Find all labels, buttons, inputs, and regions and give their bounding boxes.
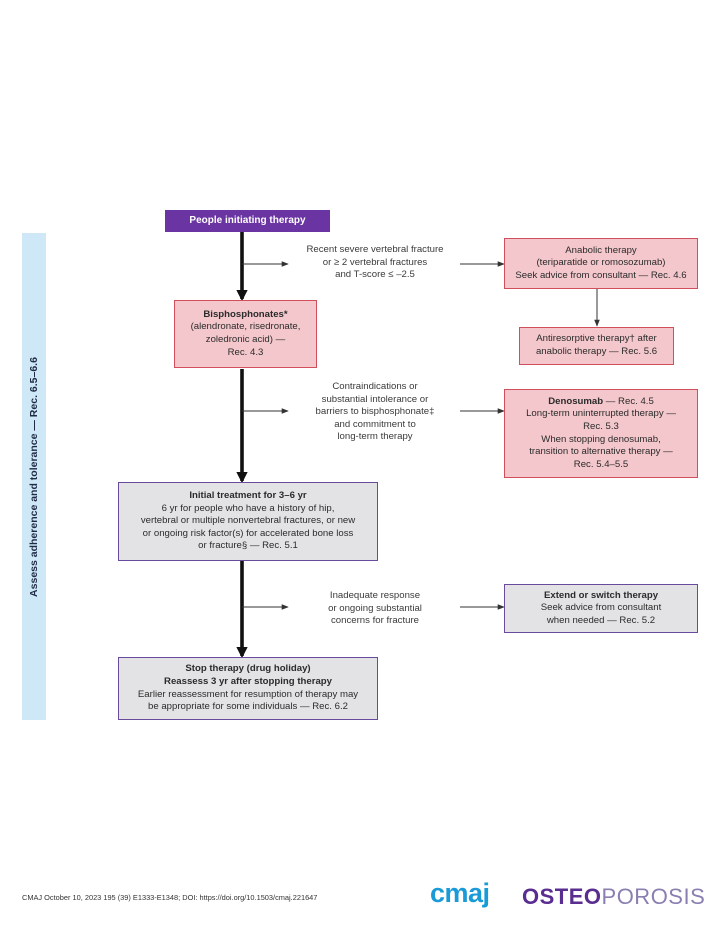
box-line: Earlier reassessment for resumption of t… <box>137 688 359 700</box>
box-line: Rec. 4.3 <box>227 346 264 358</box>
condition-line: barriers to bisphosphonate‡ <box>315 406 435 418</box>
condition-line: substantial intolerance or <box>321 393 429 405</box>
box-line: Long-term uninterrupted therapy — <box>526 408 676 420</box>
box-line: or fracture§ — Rec. 5.1 <box>198 540 298 552</box>
anabolic-therapy-box: Anabolic therapy (teriparatide or romoso… <box>504 238 698 289</box>
stop-therapy-subtitle: Reassess 3 yr after stopping therapy <box>164 675 332 687</box>
bisphosphonates-box: Bisphosphonates* (alendronate, risedrona… <box>174 300 317 368</box>
osteoporosis-logo: OSTEOPOROSIS <box>522 884 706 909</box>
condition-line: Recent severe vertebral fracture <box>306 244 444 255</box>
box-line: Seek advice from consultant <box>540 602 662 614</box>
box-line: anabolic therapy — Rec. 5.6 <box>535 346 658 357</box>
condition-line: and T-score ≤ –2.5 <box>335 269 415 281</box>
box-line: Rec. 5.4–5.5 <box>573 458 629 470</box>
antiresorptive-therapy-box: Antiresorptive therapy† after anabolic t… <box>519 327 674 365</box>
box-line: when needed — Rec. 5.2 <box>546 614 656 626</box>
box-line: Antiresorptive therapy† after <box>536 333 657 345</box>
condition-line: concerns for fracture <box>331 615 419 627</box>
box-line: transition to alternative therapy — <box>529 446 673 458</box>
start-label: People initiating therapy <box>189 214 306 226</box>
condition-line: long-term therapy <box>337 431 413 443</box>
extend-switch-title: Extend or switch therapy <box>543 589 659 601</box>
adherence-sidebar: Assess adherence and tolerance — Rec. 6.… <box>22 233 46 720</box>
cmaj-logo: cmaj <box>430 878 490 908</box>
denosumab-title: Denosumab — Rec. 4.5 <box>548 395 654 407</box>
condition-line: Inadequate response <box>329 590 421 601</box>
box-line: 6 yr for people who have a history of hi… <box>161 502 335 514</box>
box-line: Rec. 5.3 <box>583 420 619 432</box>
box-line: be appropriate for some individuals — Re… <box>148 701 348 713</box>
condition-contraindications: Contraindications or substantial intoler… <box>290 381 460 444</box>
box-line: Seek advice from consultant — Rec. 4.6 <box>515 269 687 281</box>
box-line: When stopping denosumab, <box>541 433 661 445</box>
start-box: People initiating therapy <box>165 210 330 232</box>
condition-line: or ≥ 2 vertebral fractures <box>322 256 428 268</box>
box-line: zoledronic acid) — <box>205 334 286 345</box>
box-line: (alendronate, risedronate, <box>190 321 301 333</box>
extend-switch-box: Extend or switch therapy Seek advice fro… <box>504 584 698 633</box>
box-line: (teriparatide or romosozumab) <box>536 257 666 269</box>
box-line: vertebral or multiple nonvertebral fract… <box>140 515 356 527</box>
condition-severe-fracture: Recent severe vertebral fracture or ≥ 2 … <box>290 244 460 282</box>
condition-line: or ongoing substantial <box>328 602 422 614</box>
footer-citation: CMAJ October 10, 2023 195 (39) E1333-E13… <box>22 893 318 902</box>
box-line: or ongoing risk factor(s) for accelerate… <box>142 527 354 539</box>
box-line: Anabolic therapy <box>565 244 637 256</box>
stop-therapy-box: Stop therapy (drug holiday) Reassess 3 y… <box>118 657 378 720</box>
bisphosphonates-title: Bisphosphonates* <box>203 308 288 320</box>
stop-therapy-title: Stop therapy (drug holiday) <box>185 663 311 675</box>
initial-treatment-title: Initial treatment for 3–6 yr <box>189 490 307 502</box>
initial-treatment-box: Initial treatment for 3–6 yr 6 yr for pe… <box>118 482 378 561</box>
condition-inadequate-response: Inadequate response or ongoing substanti… <box>290 590 460 628</box>
condition-line: and commitment to <box>334 418 416 430</box>
condition-line: Contraindications or <box>332 381 418 392</box>
denosumab-box: Denosumab — Rec. 4.5 Long-term uninterru… <box>504 389 698 478</box>
